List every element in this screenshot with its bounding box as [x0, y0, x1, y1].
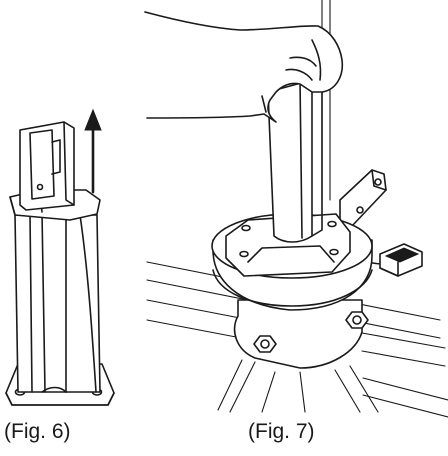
lift-arrow-icon — [84, 108, 102, 194]
hand-icon — [144, 11, 344, 123]
fig7-mounting-plate — [225, 213, 351, 277]
fig6-illustration — [5, 108, 115, 406]
fig7-connector — [361, 243, 423, 277]
fig6-post — [14, 212, 101, 393]
hex-bolt-icon — [345, 311, 369, 329]
fig7-illustration — [144, 0, 448, 418]
fig6-clamp — [9, 121, 101, 221]
fig7-caption: (Fig. 7) — [248, 420, 315, 443]
fig6-caption: (Fig. 6) — [4, 420, 71, 443]
hex-bolt-icon — [253, 335, 277, 353]
